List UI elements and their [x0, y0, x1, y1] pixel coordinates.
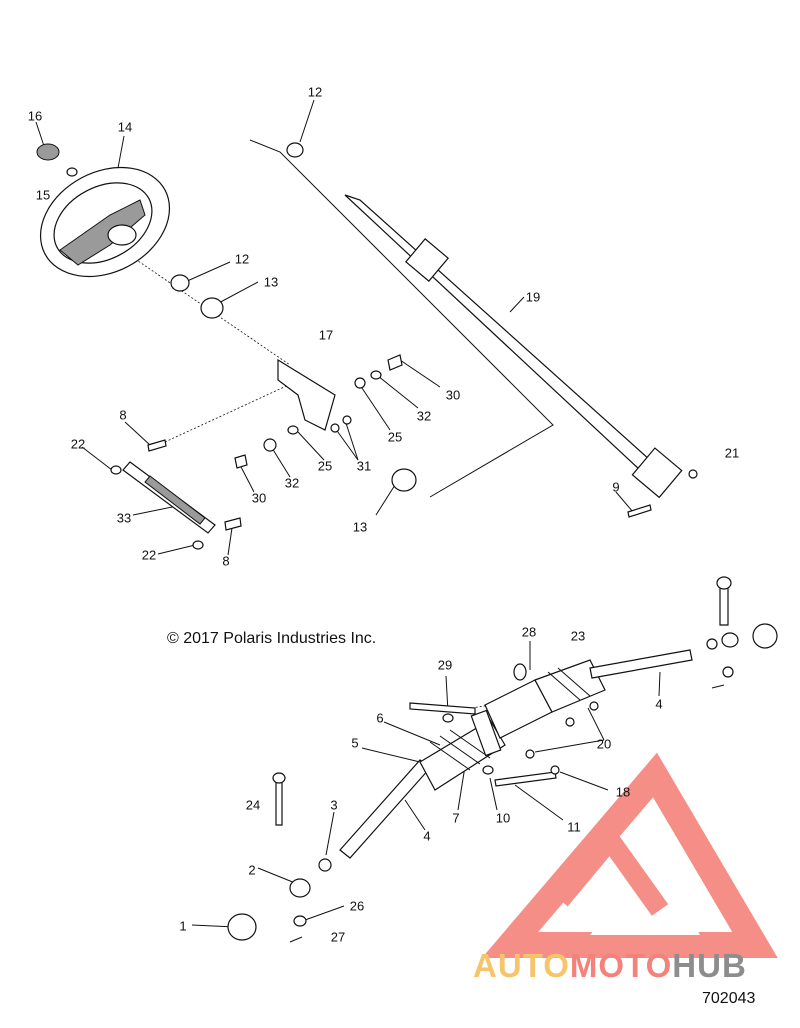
callout-20: 20	[596, 736, 612, 752]
steering-wheel-drawing	[36, 143, 171, 278]
callout-3: 3	[330, 797, 338, 813]
watermark-logo-icon	[481, 752, 778, 958]
steering-rack-drawing	[339, 649, 693, 859]
callout-28: 28	[521, 624, 537, 640]
callout-7: 7	[452, 810, 460, 826]
callout-24: 24	[245, 797, 261, 813]
callout-9: 9	[612, 479, 620, 495]
callout-12: 12	[234, 251, 250, 267]
steering-shaft-drawing	[344, 194, 683, 499]
callout-31: 31	[356, 458, 372, 474]
callout-11: 11	[567, 819, 581, 835]
callout-13: 13	[263, 274, 279, 290]
callout-33: 33	[116, 510, 132, 526]
callout-8: 8	[222, 553, 230, 569]
callout-17: 17	[318, 327, 334, 343]
callout-4: 4	[655, 696, 663, 712]
callout-25: 25	[387, 429, 403, 445]
copyright-notice: © 2017 Polaris Industries Inc.	[167, 630, 377, 647]
callout-26: 26	[349, 898, 365, 914]
callout-8: 8	[119, 407, 127, 423]
callout-22: 22	[141, 547, 157, 563]
watermark-text: AUTOMOTOHUB	[473, 947, 747, 984]
callout-18: 18	[615, 784, 631, 800]
callout-5: 5	[351, 735, 359, 751]
callout-14: 14	[117, 119, 133, 135]
callout-25: 25	[317, 458, 333, 474]
callout-13: 13	[352, 519, 368, 535]
callout-32: 32	[416, 408, 432, 424]
callout-1: 1	[179, 918, 187, 934]
callout-32: 32	[284, 475, 300, 491]
callout-30: 30	[251, 490, 267, 506]
callout-22: 22	[70, 436, 86, 452]
callout-21: 21	[724, 445, 740, 461]
diagram-number: 702043	[702, 990, 756, 1007]
callout-19: 19	[525, 289, 541, 305]
callout-2: 2	[248, 862, 256, 878]
callout-10: 10	[495, 810, 511, 826]
callout-15: 15	[35, 187, 51, 203]
callout-6: 6	[376, 710, 384, 726]
callout-27: 27	[330, 929, 346, 945]
callout-23: 23	[570, 628, 586, 644]
callout-16: 16	[27, 108, 43, 124]
callout-12: 12	[307, 84, 323, 100]
callout-4: 4	[423, 828, 431, 844]
callout-29: 29	[437, 657, 453, 673]
callout-30: 30	[445, 387, 461, 403]
